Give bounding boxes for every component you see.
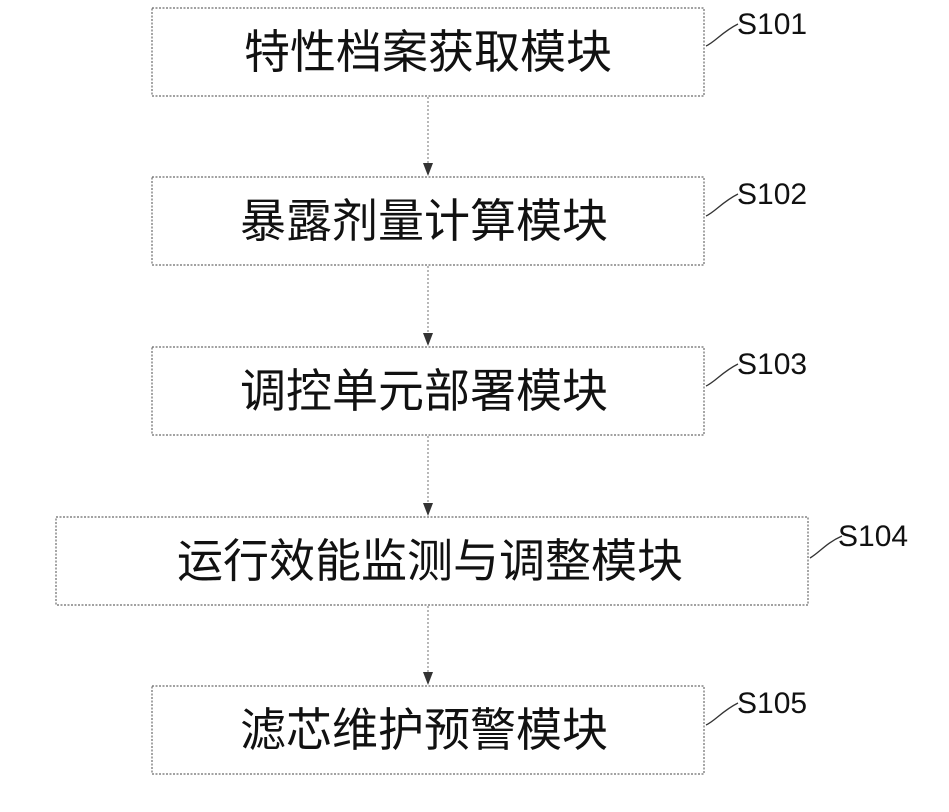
- step-label-4: 运行效能监测与调整模块: [177, 534, 683, 588]
- arrowhead-icon: [423, 672, 433, 685]
- arrowhead-icon: [423, 503, 433, 516]
- connector-1-2: [423, 97, 433, 176]
- arrowhead-icon: [423, 163, 433, 176]
- step-code-3: S103: [737, 348, 807, 381]
- flow-step-2: 暴露剂量计算模块 S102: [152, 177, 807, 265]
- connector-3-4: [423, 436, 433, 516]
- step-label-5: 滤芯维护预警模块: [240, 703, 608, 757]
- step-label-2: 暴露剂量计算模块: [240, 194, 608, 248]
- step-leader-5: [706, 703, 738, 725]
- step-label-3: 调控单元部署模块: [240, 364, 608, 418]
- connector-2-3: [423, 266, 433, 346]
- flow-step-5: 滤芯维护预警模块 S105: [152, 686, 807, 774]
- step-leader-3: [706, 364, 738, 386]
- step-leader-1: [706, 24, 738, 46]
- step-code-4: S104: [838, 520, 908, 553]
- step-leader-2: [706, 194, 738, 216]
- arrowhead-icon: [423, 333, 433, 346]
- connector-4-5: [423, 606, 433, 685]
- step-label-1: 特性档案获取模块: [244, 25, 612, 79]
- flow-step-1: 特性档案获取模块 S101: [152, 8, 807, 96]
- flow-step-3: 调控单元部署模块 S103: [152, 347, 807, 435]
- flow-step-4: 运行效能监测与调整模块 S104: [56, 517, 908, 605]
- step-code-2: S102: [737, 178, 807, 211]
- step-code-5: S105: [737, 687, 807, 720]
- step-code-1: S101: [737, 8, 807, 41]
